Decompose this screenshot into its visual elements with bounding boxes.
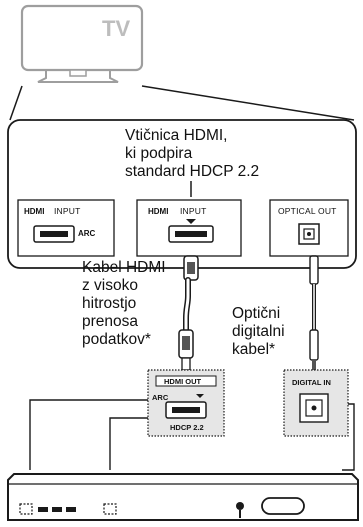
optical-cable-plug-bottom bbox=[309, 329, 319, 361]
hdmi-cable-callout-line-3: hitrostjo bbox=[82, 295, 136, 312]
soundbar-port-group-1 bbox=[19, 503, 33, 515]
hdmi-cable-callout-line-1: Kabel HDMI bbox=[82, 259, 166, 276]
zoom-line-left bbox=[9, 85, 23, 121]
tv-port-optical-out: OPTICAL OUT bbox=[269, 199, 349, 257]
hdmi-socket-callout-line-2: ki podpira bbox=[125, 145, 193, 162]
tv-stand bbox=[37, 70, 119, 83]
optical-cable-callout: Optični digitalni kabel* bbox=[232, 305, 285, 358]
hdmi-socket-callout-line-3: standard HDCP 2.2 bbox=[125, 163, 259, 180]
hdmi-out-label: HDMI OUT bbox=[164, 377, 201, 386]
soundbar-port-hdmi-out: HDMI OUT ARC HDCP 2.2 bbox=[147, 369, 225, 437]
tv-label: TV bbox=[102, 16, 130, 41]
hdmi-cable bbox=[178, 255, 199, 371]
optical-out-label: OPTICAL OUT bbox=[278, 206, 337, 216]
soundbar-zoom-lines bbox=[29, 399, 355, 471]
soundbar bbox=[7, 473, 359, 521]
soundbar-port-group-2 bbox=[103, 503, 117, 515]
hdmi-cable-callout-line-2: z visoko bbox=[82, 277, 138, 294]
zoom-line-right bbox=[141, 85, 355, 121]
arc-label: ARC bbox=[78, 229, 96, 238]
soundbar-power-jack-icon bbox=[236, 502, 244, 510]
hdmi-cable-callout: Kabel HDMI z visoko hitrostjo prenosa po… bbox=[82, 259, 166, 348]
hdmi-logo: HDMI bbox=[148, 207, 168, 216]
soundbar-arc-label: ARC bbox=[152, 393, 169, 402]
hdmi-cable-callout-line-5: podatkov* bbox=[82, 331, 151, 348]
optical-cable-plug-top bbox=[309, 255, 319, 285]
hdmi-logo: HDMI bbox=[24, 207, 44, 216]
tv-port-hdmi-input: HDMI INPUT bbox=[136, 199, 242, 257]
tv: TV bbox=[20, 4, 144, 83]
tv-stand-base bbox=[69, 69, 87, 77]
hdmi-socket-callout-line-1: Vtičnica HDMI, bbox=[125, 127, 228, 144]
soundbar-port-digital-in: DIGITAL IN bbox=[283, 369, 349, 437]
hdmi-cable-callout-line-4: prenosa bbox=[82, 313, 138, 330]
tv-port-hdmi-arc: HDMI INPUT ARC bbox=[17, 199, 115, 257]
soundbar-hdmi-arrow-icon bbox=[196, 394, 204, 398]
soundbar-slot bbox=[261, 497, 305, 515]
digital-in-label: DIGITAL IN bbox=[292, 378, 331, 387]
hdmi-socket-callout: Vtičnica HDMI, ki podpira standard HDCP … bbox=[125, 127, 259, 197]
optical-cable-callout-line-3: kabel* bbox=[232, 341, 275, 358]
hdmi-input-label: INPUT bbox=[180, 206, 207, 216]
optical-cable-callout-line-2: digitalni bbox=[232, 323, 285, 340]
hdmi-arc-input-label: INPUT bbox=[54, 206, 81, 216]
optical-cable-callout-line-1: Optični bbox=[232, 305, 280, 322]
hdcp-label: HDCP 2.2 bbox=[170, 423, 204, 432]
hdmi-input-arrow-icon bbox=[186, 219, 196, 224]
optical-cable bbox=[309, 255, 319, 370]
